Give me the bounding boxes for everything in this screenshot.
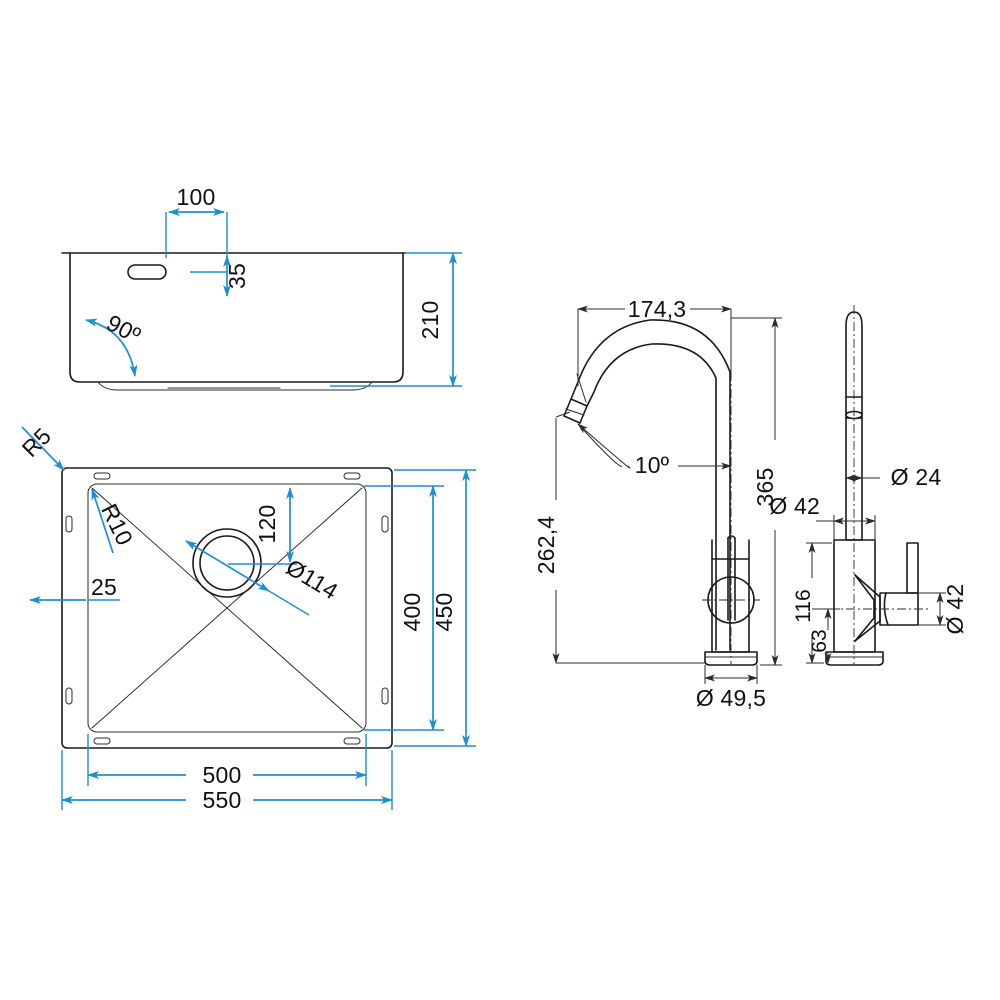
dim-dia-49-5: Ø 49,5 <box>696 665 766 711</box>
dim-dia114: Ø114 <box>185 540 343 616</box>
dim-1743-label: 174,3 <box>628 296 687 322</box>
sink-plan-drain-inner <box>199 535 255 591</box>
dim-10-deg: 10º <box>577 423 732 478</box>
dim-25-label: 25 <box>91 574 117 600</box>
tap-front-base-flange <box>825 651 884 666</box>
dim-dia-24: Ø 24 <box>845 464 942 490</box>
dim-dia-42-upper: Ø 42 <box>769 493 876 545</box>
tap-handle-stem-cap <box>727 535 736 539</box>
dim-dia-42-handle: Ø 42 <box>918 584 968 635</box>
sink-elevation-view: 100 35 210 90º <box>61 184 462 391</box>
dim-r10-label: R10 <box>96 500 138 550</box>
sink-plan-clip-right-upper <box>381 515 389 533</box>
tap-spout-inner <box>586 343 717 651</box>
dim-210: 210 <box>330 252 462 387</box>
tap-front-upper-tube <box>845 311 863 541</box>
dim-2624-ext-top <box>555 411 571 418</box>
dim-262-4: 262,4 <box>533 411 706 664</box>
dim-63: 63 <box>808 608 840 664</box>
sink-plan-clip-top-right <box>343 472 361 480</box>
tap-side-view: 174,3 10º 262,4 365 <box>533 296 782 711</box>
dim-120: 120 <box>228 487 297 565</box>
dim-r5-leader <box>21 426 65 471</box>
dim-35-label: 35 <box>224 263 250 289</box>
dim-24-label: Ø 24 <box>891 464 942 490</box>
sink-plan-clip-bottom-right <box>343 737 361 745</box>
sink-plan-clip-left-upper <box>65 515 73 533</box>
dim-r10-leader <box>91 488 114 554</box>
dim-dia114-line <box>185 540 270 592</box>
tap-front-view: Ø 24 Ø 42 Ø 42 116 <box>769 305 968 666</box>
tap-aerator <box>563 398 588 424</box>
dim-100: 100 <box>165 184 228 258</box>
tap-front-lever-stem <box>906 542 919 594</box>
sink-plan-outer-rim <box>61 467 393 749</box>
sink-plan-clip-top-left <box>93 472 111 480</box>
dim-42a-label: Ø 42 <box>769 493 820 519</box>
dim-365-label: 365 <box>752 468 778 507</box>
dim-450-label: 450 <box>431 593 457 632</box>
dim-10-label: 10º <box>635 452 670 478</box>
tap-front-handle-curve <box>883 592 889 626</box>
dim-90-deg: 90º <box>85 309 145 377</box>
tap-aerator-seam <box>565 408 585 416</box>
dim-500-label: 500 <box>203 762 242 788</box>
dim-35: 35 <box>190 255 250 297</box>
dim-400: 400 <box>364 485 444 731</box>
dim-r10: R10 <box>91 488 138 554</box>
sink-plan-drain-outer <box>192 528 262 598</box>
dim-90-arc <box>85 318 138 377</box>
dim-100-label: 100 <box>177 184 216 210</box>
dim-90-label: 90º <box>102 309 145 348</box>
sink-plan-clip-right-lower <box>381 687 389 705</box>
dim-550-label: 550 <box>203 787 242 813</box>
dim-63-label: 63 <box>808 629 831 652</box>
tap-front-yoke-right <box>854 574 881 642</box>
dim-495-label: Ø 49,5 <box>696 685 766 711</box>
dim-450: 450 <box>394 469 476 747</box>
dim-500: 500 <box>87 734 367 788</box>
dim-365: 365 <box>731 317 782 666</box>
dim-174-3: 174,3 <box>577 296 732 386</box>
dim-400-label: 400 <box>399 593 425 632</box>
dim-210-label: 210 <box>417 301 443 340</box>
dim-dia114-label: Ø114 <box>282 554 343 605</box>
sink-plan-bowl <box>87 483 367 733</box>
dim-2624-label: 262,4 <box>533 516 559 575</box>
sink-elev-overflow-slot <box>127 264 167 280</box>
sink-plan-view: R5 R10 25 120 Ø114 4 <box>17 423 476 813</box>
sink-plan-clip-left-lower <box>65 687 73 705</box>
sink-plan-clip-bottom-left <box>93 737 111 745</box>
dim-116-label: 116 <box>792 589 815 622</box>
tap-front-body <box>833 539 876 653</box>
dim-116: 116 <box>792 542 832 664</box>
sink-plan-diagonal-b <box>91 487 363 729</box>
dim-42b-label: Ø 42 <box>942 584 968 635</box>
sink-elev-body <box>69 252 404 383</box>
dim-dia114-tail <box>268 590 310 616</box>
dim-10-arc <box>577 423 631 469</box>
dim-25: 25 <box>29 574 120 604</box>
tap-spout-outer <box>570 319 731 651</box>
dim-120-label: 120 <box>254 505 280 544</box>
tap-front-yoke-inner <box>854 574 875 642</box>
dim-r5: R5 <box>17 423 65 471</box>
dim-550: 550 <box>61 750 393 813</box>
